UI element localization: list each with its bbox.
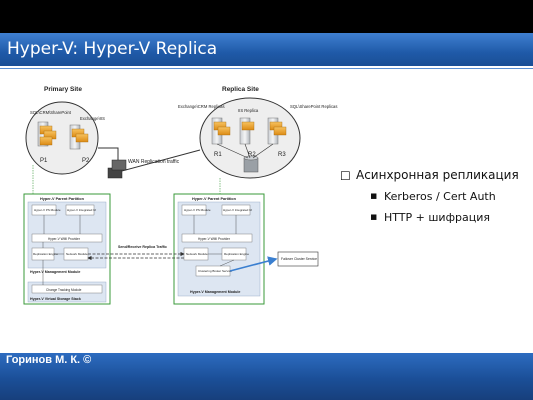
top-black-strip bbox=[0, 0, 533, 33]
primary-wmi-provider bbox=[31, 233, 103, 243]
failover-cluster-label: Failover Cluster Service bbox=[281, 257, 317, 261]
footer-bar bbox=[0, 353, 533, 400]
server-icon bbox=[267, 117, 287, 145]
replica-integrated-ui-label: Hyper-V Integrated UI bbox=[223, 208, 252, 212]
cluster-link bbox=[229, 256, 278, 272]
primary-network-module-label: Network Module bbox=[66, 252, 88, 256]
replica-diagram: Primary Site Replica Site SQL\CRM\ShareP… bbox=[23, 86, 337, 305]
traffic-label: Send/Receive Replica Traffic bbox=[118, 245, 167, 249]
primary-ps-module-label: Hyper-V PS Module bbox=[34, 208, 61, 212]
footer-author: Горинов М. К. © bbox=[6, 354, 92, 366]
bullet-main-text: Асинхронная репликация bbox=[356, 168, 519, 182]
primary-site-label: Primary Site bbox=[44, 86, 82, 93]
primary-parent-partition: Hyper-V Parent Partition bbox=[40, 197, 85, 201]
replica-ps-module-label: Hyper-V PS Module bbox=[184, 208, 211, 212]
failover-cluster-box bbox=[277, 251, 319, 267]
primary-integrated-ui-label: Hyper-V Integrated UI bbox=[67, 208, 96, 212]
primary-change-tracking-label: Change Tracking Module bbox=[46, 288, 82, 292]
primary-site-circle bbox=[25, 101, 99, 175]
replica-wmi-provider bbox=[181, 233, 253, 243]
replica-network-module-label: Network Module bbox=[186, 252, 208, 256]
checkbox-bullet-icon: ☐ bbox=[340, 169, 351, 183]
primary-replication-engine-label: Replication Engine bbox=[33, 252, 58, 256]
primary-server-2-label: Exchange\IIS bbox=[80, 116, 105, 121]
title-bar bbox=[0, 33, 533, 68]
replica-management-module: Hyper-V Management Module bbox=[190, 290, 240, 294]
primary-server-1-label: SQL\CRM\SharePoint bbox=[30, 110, 72, 115]
bullet-item-text: Kerberos / Cert Auth bbox=[384, 190, 496, 203]
bullet-list: ☐ Асинхронная репликация ▪ Kerberos / Ce… bbox=[340, 168, 530, 224]
server-icon bbox=[69, 124, 89, 150]
replica-server-1-name: R1 bbox=[214, 152, 222, 158]
primary-management-module: Hyper-V Management Module bbox=[30, 270, 80, 274]
primary-wmi-provider-label: Hyper-V WMI Provider bbox=[48, 237, 81, 241]
storage-icon bbox=[243, 155, 259, 173]
bullet-item: ▪ Kerberos / Cert Auth bbox=[340, 189, 530, 203]
bullet-item-text: HTTP + шифрация bbox=[384, 211, 490, 224]
replica-server-2-label: IIS Replica bbox=[238, 108, 259, 113]
primary-change-tracking bbox=[31, 284, 103, 294]
replica-server-2-name: R2 bbox=[248, 152, 256, 158]
server-icon bbox=[211, 117, 231, 145]
bullet-item: ▪ HTTP + шифрация bbox=[340, 210, 530, 224]
bullet-main: ☐ Асинхронная репликация bbox=[340, 168, 530, 183]
square-bullet-icon: ▪ bbox=[370, 210, 378, 223]
primary-server-1-name: P1 bbox=[40, 158, 48, 164]
wan-label: WAN Replication traffic bbox=[128, 159, 180, 165]
replica-server-3-label: SQL\SharePoint Replicas bbox=[290, 104, 337, 109]
slide-title: Hyper-V: Hyper-V Replica bbox=[7, 39, 218, 59]
replica-wmi-provider-label: Hyper-V WMI Provider bbox=[198, 237, 231, 241]
square-bullet-icon: ▪ bbox=[370, 189, 378, 202]
replica-server-1-label: Exchange\CRM Replicas bbox=[178, 104, 225, 109]
replica-broker-label: Clustering Broker Service bbox=[198, 269, 232, 273]
replica-parent-partition: Hyper-V Parent Partition bbox=[192, 197, 237, 201]
replica-site-label: Replica Site bbox=[222, 86, 259, 93]
router-icon bbox=[107, 159, 127, 179]
server-icon bbox=[37, 121, 57, 147]
primary-server-2-name: P2 bbox=[82, 158, 90, 164]
primary-storage-stack: Hyper-V Virtual Storage Stack bbox=[30, 297, 81, 301]
replica-server-3-name: R3 bbox=[278, 152, 286, 158]
replica-replication-engine-label: Replication Engine bbox=[224, 252, 249, 256]
